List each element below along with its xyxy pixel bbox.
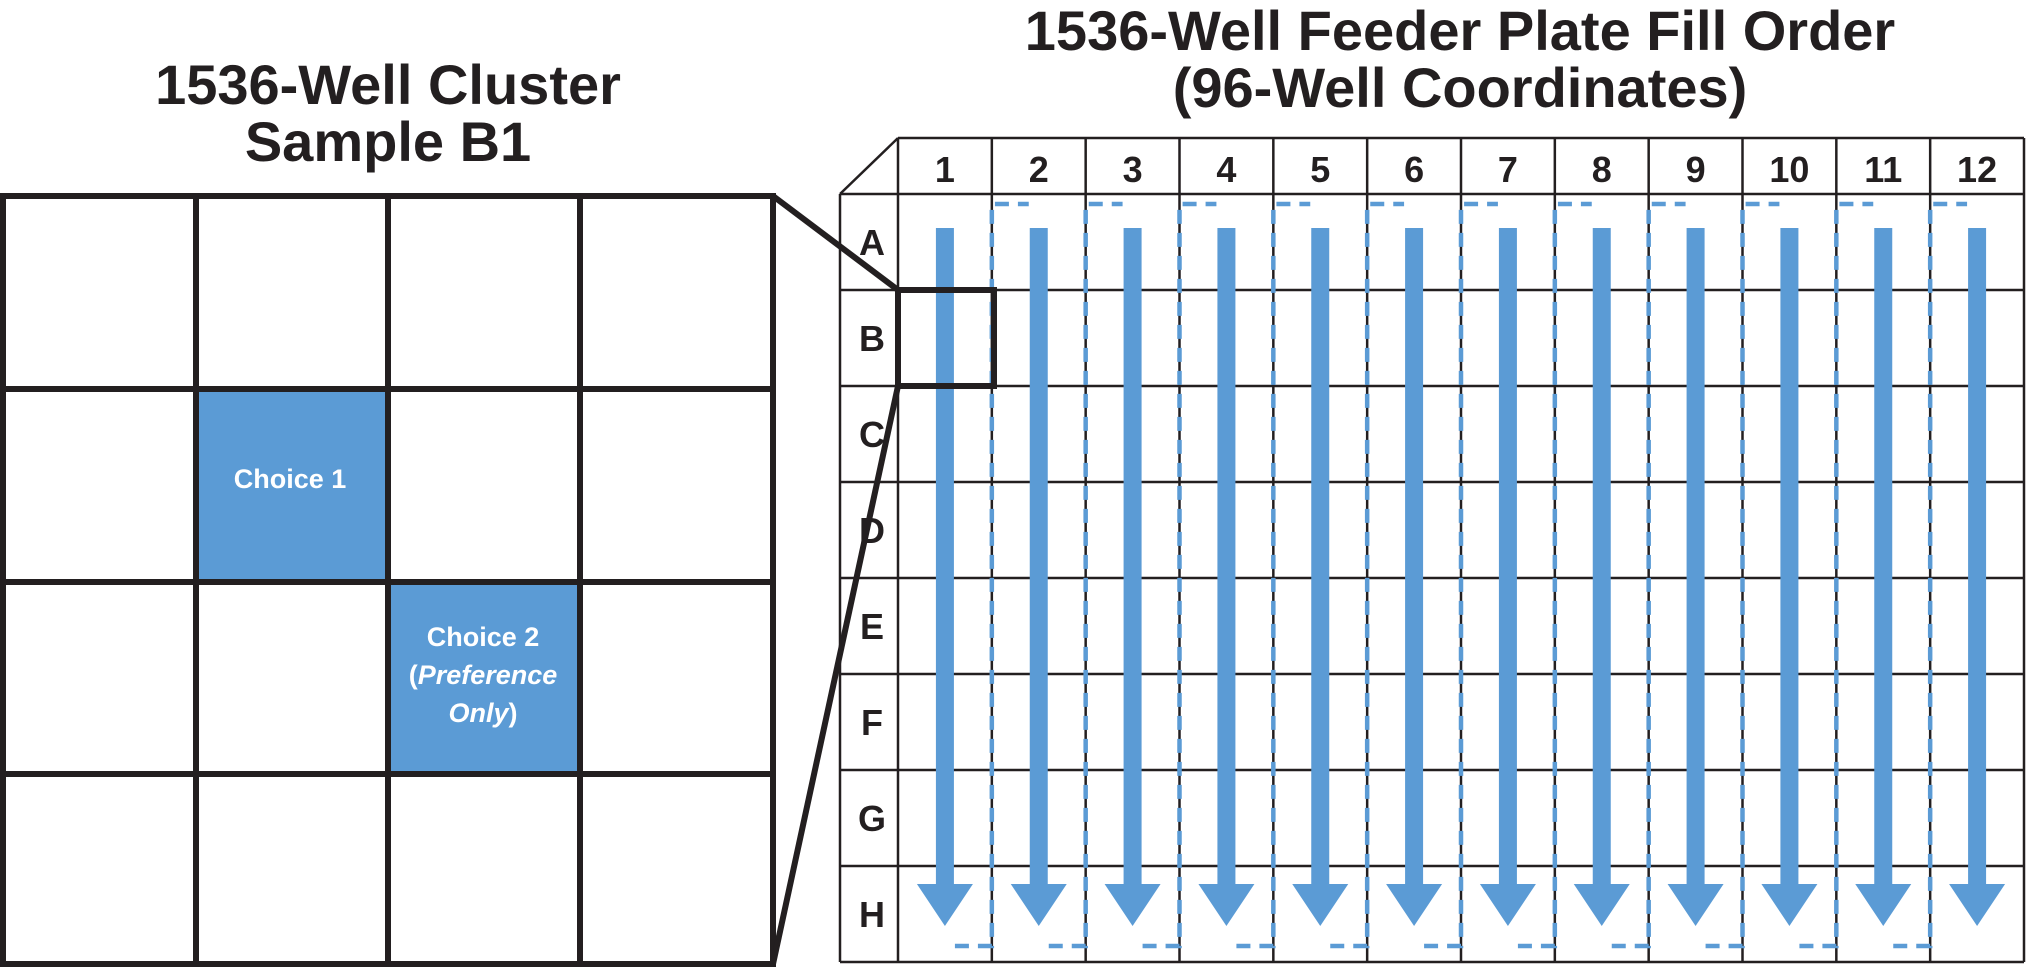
plate-grid bbox=[838, 136, 2026, 964]
column-label: 4 bbox=[1216, 149, 1236, 190]
cluster-grid bbox=[0, 193, 776, 967]
cluster-title: 1536-Well Cluster Sample B1 bbox=[0, 56, 776, 170]
choice2-preference: Preference bbox=[418, 660, 558, 690]
row-label: D bbox=[859, 510, 885, 551]
plate-fill-flow bbox=[916, 201, 2006, 949]
fill-arrow-shaft bbox=[1874, 228, 1893, 888]
row-label: F bbox=[861, 702, 883, 743]
choice2-label-line3: Only) bbox=[448, 698, 517, 728]
column-label: 11 bbox=[1864, 149, 1902, 190]
choice2-label-line2: (Preference bbox=[409, 660, 558, 690]
fill-arrow-shaft bbox=[1780, 228, 1799, 888]
choice2-paren-close: ) bbox=[509, 698, 518, 728]
choice2-paren-open: ( bbox=[409, 660, 418, 690]
column-label: 7 bbox=[1498, 149, 1518, 190]
fill-arrow-head bbox=[1479, 884, 1536, 926]
fill-arrow-shaft bbox=[1311, 228, 1330, 888]
fill-arrow-head bbox=[1292, 884, 1349, 926]
fill-arrow-head bbox=[1010, 884, 1067, 926]
fill-arrow-shaft bbox=[1686, 228, 1705, 888]
column-label: 6 bbox=[1404, 149, 1424, 190]
fill-arrow-head bbox=[1573, 884, 1630, 926]
fill-arrow-head bbox=[916, 884, 973, 926]
fill-arrow-head bbox=[1949, 884, 2006, 926]
fill-arrow-shaft bbox=[1217, 228, 1236, 888]
fill-arrow-shaft bbox=[1405, 228, 1424, 888]
column-label: 3 bbox=[1123, 149, 1143, 190]
fill-arrow-shaft bbox=[1498, 228, 1517, 888]
fill-arrow-shaft bbox=[1968, 228, 1987, 888]
column-label: 10 bbox=[1769, 149, 1809, 190]
fill-arrow-shaft bbox=[935, 228, 954, 888]
row-label: H bbox=[859, 894, 885, 935]
column-label: 5 bbox=[1310, 149, 1330, 190]
choice1-label: Choice 1 bbox=[234, 464, 347, 494]
choice2-only: Only bbox=[448, 698, 510, 728]
row-label: C bbox=[859, 414, 885, 455]
fill-arrow-head bbox=[1386, 884, 1443, 926]
choice2-well bbox=[387, 582, 577, 772]
row-label: G bbox=[858, 798, 886, 839]
plate-title-line1: 1536-Well Feeder Plate Fill Order bbox=[1024, 0, 1896, 62]
fill-arrow-head bbox=[1855, 884, 1912, 926]
fill-arrow-shaft bbox=[1592, 228, 1611, 888]
row-label: E bbox=[860, 606, 884, 647]
column-label: 2 bbox=[1029, 149, 1049, 190]
zoom-connector bbox=[770, 193, 901, 965]
row-label: A bbox=[859, 222, 885, 263]
cluster-title-line1: 1536-Well Cluster bbox=[155, 53, 621, 116]
column-label: 1 bbox=[935, 149, 955, 190]
column-label: 12 bbox=[1957, 149, 1997, 190]
choice1-well bbox=[197, 390, 387, 580]
fill-arrow-head bbox=[1667, 884, 1724, 926]
fill-arrow-shaft bbox=[1123, 228, 1142, 888]
plate-corner-bevel bbox=[839, 137, 899, 195]
column-label: 9 bbox=[1686, 149, 1706, 190]
column-label: 8 bbox=[1592, 149, 1612, 190]
cluster-title-line2: Sample B1 bbox=[244, 110, 532, 174]
fill-arrow-head bbox=[1104, 884, 1161, 926]
row-label: B bbox=[859, 318, 885, 359]
choice2-label-line1: Choice 2 bbox=[427, 622, 540, 652]
fill-arrow-shaft bbox=[1029, 228, 1048, 888]
plate-title: 1536-Well Feeder Plate Fill Order (96-We… bbox=[1010, 2, 1910, 116]
fill-arrow-head bbox=[1198, 884, 1255, 926]
fill-arrow-head bbox=[1761, 884, 1818, 926]
highlighted-well-b1 bbox=[895, 287, 997, 389]
plate-title-line2: (96-Well Coordinates) bbox=[1172, 56, 1748, 120]
